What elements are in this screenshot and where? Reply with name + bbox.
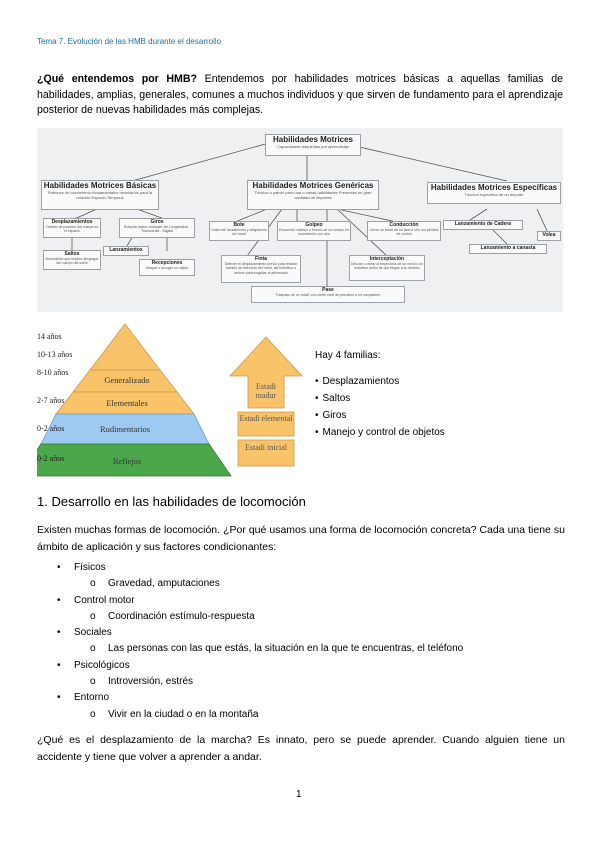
node-lanzamiento-canasta: Lanzamiento a canasta — [469, 244, 547, 254]
stage-elemental: Estadi elemental — [239, 414, 293, 423]
pyramid-shape — [37, 323, 232, 477]
node-bote: Bote Unión del lanzamiento y adaptación … — [209, 221, 269, 241]
age-label: 14 años — [37, 332, 62, 341]
running-header: Tema 7. Evolución de las HMB durante el … — [37, 37, 222, 46]
node-especificas: Habilidades Motrices Específicas Técnica… — [427, 182, 561, 204]
stages-arrow: Estadi madur Estadi elemental Estadi ini… — [228, 336, 304, 470]
node-finta: Finta Detener el desplazamiento previo p… — [221, 255, 301, 283]
section-heading: 1. Desarrollo en las habilidades de loco… — [37, 494, 306, 509]
age-label: 2-7 años — [37, 396, 65, 405]
families-title: Hay 4 familias: — [315, 350, 381, 361]
factor-detail: Gravedad, amputaciones — [57, 576, 463, 593]
factor-item: Entorno — [57, 690, 463, 707]
node-lanzamiento-cadera: Lanzamiento de Cadera — [443, 220, 523, 230]
node-pase: Pase Traspaso de un móvil, con cierto ni… — [251, 286, 405, 303]
family-item: Saltos — [315, 390, 445, 407]
node-lanzamientos: Lanzamientos — [103, 246, 149, 256]
age-label: 8-10 años — [37, 368, 69, 377]
node-genericas: Habilidades Motrices Genéricas Técnica o… — [247, 180, 379, 210]
node-habilidades-motrices: Habilidades Motrices Capacidades adquiri… — [265, 134, 361, 156]
band-rudimentarios: Rudimentarios — [99, 424, 151, 434]
age-label: 0-2 años — [37, 454, 65, 463]
node-volea: Volea — [537, 231, 561, 241]
age-label: 0-2 años — [37, 424, 65, 433]
band-elementales: Elementales — [106, 398, 148, 408]
intro-text: Entendemos por habilidades motrices bási… — [37, 73, 564, 116]
intro-question: ¿Qué entendemos por HMB? — [37, 73, 198, 85]
section-paragraph: Existen muchas formas de locomoción. ¿Po… — [37, 524, 565, 553]
factor-item: Físicos — [57, 560, 463, 577]
node-basicas: Habilidades Motrices Básicas Patrones de… — [41, 180, 159, 210]
factors-list: Físicos Gravedad, amputaciones Control m… — [57, 560, 463, 723]
node-golpeo: Golpeo Encuentro violento o brusco de un… — [277, 221, 351, 241]
intro-paragraph: ¿Qué entendemos por HMB? Entendemos por … — [37, 72, 563, 119]
node-intercepcion: Interceptación Desviar o cortar la traye… — [349, 255, 425, 281]
factor-detail: Introversión, estrés — [57, 674, 463, 691]
factor-item: Control motor — [57, 593, 463, 610]
factor-detail: Coordinación estímulo-respuesta — [57, 609, 463, 626]
factor-detail: Vivir en la ciudad o en la montaña — [57, 707, 463, 724]
closing-paragraph: ¿Qué es el desplazamiento de la marcha? … — [37, 734, 565, 763]
family-item: Desplazamientos — [315, 373, 445, 390]
band-generalizado: Generalizado — [104, 375, 150, 385]
band-reflejos: Reflejos — [112, 456, 142, 466]
arrow-shape — [229, 336, 303, 467]
factor-item: Sociales — [57, 625, 463, 642]
node-giros: Giros Rotación sobre cualquier eje Longi… — [119, 218, 195, 238]
families-list: Desplazamientos Saltos Giros Manejo y co… — [315, 373, 445, 441]
factor-item: Psicológicos — [57, 658, 463, 675]
node-saltos: Saltos Movimiento que implica despegue d… — [43, 250, 101, 270]
stage-inicial: Estadi inicial — [245, 443, 287, 452]
node-conduccion: Conducción Llevar un móvil de un lado a … — [367, 221, 441, 241]
family-item: Manejo y control de objetos — [315, 424, 445, 441]
factor-detail: Las personas con las que estás, la situa… — [57, 641, 463, 658]
stage-maduro: Estadi madur — [255, 382, 277, 400]
family-item: Giros — [315, 407, 445, 424]
node-recepciones: Recepciones Atrapar o recoger un objeto — [139, 259, 195, 276]
development-pyramid: 14 años 10-13 años 8-10 años 2-7 años 0-… — [37, 322, 297, 480]
age-label: 10-13 años — [37, 350, 73, 359]
page-number: 1 — [296, 789, 302, 800]
node-desplazamientos: Desplazamientos Cambio de posición del c… — [43, 218, 101, 238]
concept-map: Habilidades Motrices Capacidades adquiri… — [37, 128, 563, 312]
